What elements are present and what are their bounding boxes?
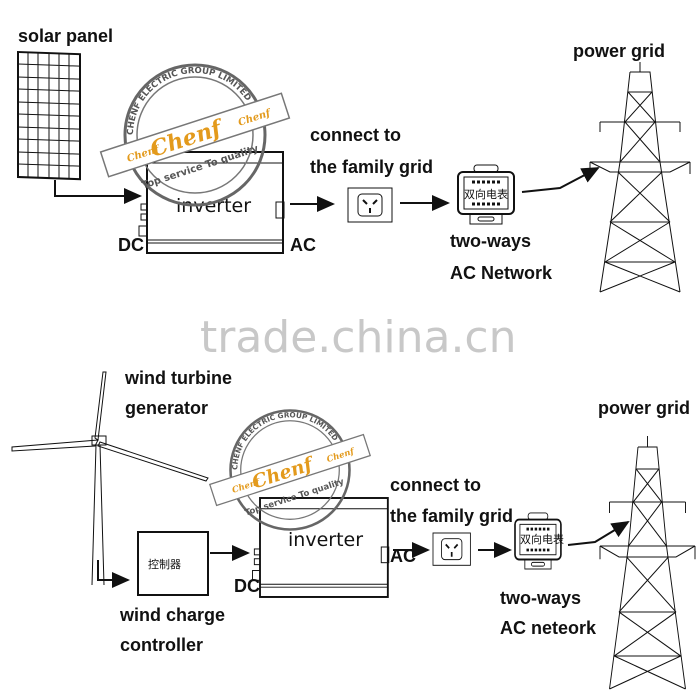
power-grid-label: power grid	[598, 398, 690, 418]
dc-label: DC	[118, 235, 144, 255]
network-label-line1: two-ways	[500, 588, 581, 608]
company-stamp: CHENF ELECTRIC GROUP LIMITED Chenf Chenf…	[208, 409, 372, 531]
arrow-turbine-to-controller	[97, 560, 130, 588]
controller-box-text: 控制器	[148, 557, 181, 571]
network-label-line2: AC Network	[450, 263, 553, 283]
wind-turbine-icon	[11, 371, 209, 586]
wind-turbine-label-line2: generator	[125, 398, 208, 418]
company-stamp: CHENF ELECTRIC GROUP LIMITED Chenf Chenf…	[99, 63, 291, 207]
meter-text: 双向电表	[520, 532, 564, 546]
connect-label-line2: the family grid	[390, 506, 513, 526]
charge-controller-icon	[137, 531, 209, 596]
inverter-label: inverter	[288, 529, 363, 551]
power-tower-icon	[599, 435, 696, 690]
connect-label-line1: connect to	[390, 475, 481, 495]
arrow-panel-to-inverter	[54, 180, 142, 204]
solar-panel-icon	[17, 50, 81, 181]
arrow-meter-to-grid	[521, 167, 600, 193]
socket-icon	[432, 532, 472, 567]
network-label-line1: two-ways	[450, 231, 531, 251]
controller-label-line1: wind charge	[119, 605, 225, 625]
dc-label: DC	[234, 576, 260, 596]
network-label-line2: AC neteork	[500, 618, 597, 638]
arrow-meter-to-grid	[567, 520, 630, 546]
inverter-label: inverter	[176, 195, 251, 217]
stamp-brand: Chenf	[147, 114, 228, 162]
solar-panel-label: solar panel	[18, 26, 113, 46]
meter-text: 双向电表	[464, 187, 508, 201]
watermark: trade.china.cn	[200, 312, 517, 363]
controller-label-line2: controller	[120, 635, 203, 655]
connect-label-line2: the family grid	[310, 157, 433, 177]
power-tower-icon	[589, 61, 691, 293]
wind-turbine-label-line1: wind turbine	[124, 368, 232, 388]
ac-label: AC	[290, 235, 316, 255]
socket-icon	[347, 187, 393, 223]
power-grid-label: power grid	[573, 41, 665, 61]
connect-label-line1: connect to	[310, 125, 401, 145]
